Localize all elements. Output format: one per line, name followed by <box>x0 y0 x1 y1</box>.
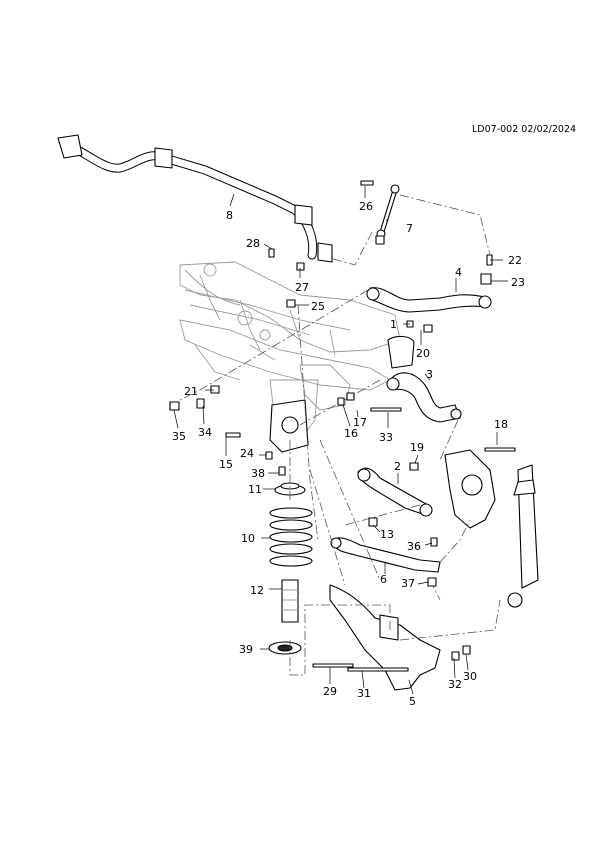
callout-17: 17 <box>353 416 367 429</box>
callout-27: 27 <box>295 281 309 294</box>
callout-16: 16 <box>344 427 358 440</box>
callout-11: 11 <box>248 483 262 496</box>
callout-3: 3 <box>426 368 433 381</box>
upper-control-arm <box>366 254 493 313</box>
callout-39: 39 <box>239 643 253 656</box>
callout-21: 21 <box>184 385 198 398</box>
callout-19: 19 <box>410 441 424 454</box>
callout-30: 30 <box>463 670 477 683</box>
callout-28: 28 <box>246 237 260 250</box>
spring-seat-lower <box>268 641 302 655</box>
callout-29: 29 <box>323 685 337 698</box>
callout-23: 23 <box>511 276 525 289</box>
callout-24: 24 <box>240 447 254 460</box>
callout-5: 5 <box>409 695 416 708</box>
callout-20: 20 <box>416 347 430 360</box>
callout-10: 10 <box>241 532 255 545</box>
callout-35: 35 <box>172 430 186 443</box>
callout-1: 1 <box>390 318 397 331</box>
callout-15: 15 <box>219 458 233 471</box>
leader-lines <box>173 186 508 695</box>
bracket-mount <box>269 399 309 453</box>
callout-6: 6 <box>380 573 387 586</box>
toe-link <box>386 335 462 423</box>
bump-stop <box>281 579 299 623</box>
callout-38: 38 <box>251 467 265 480</box>
callout-34: 34 <box>198 426 212 439</box>
fasteners <box>169 235 516 672</box>
rear-knuckle <box>444 449 496 529</box>
callout-26: 26 <box>359 200 373 213</box>
callout-13: 13 <box>380 528 394 541</box>
shock-absorber <box>507 464 539 608</box>
callout-22: 22 <box>508 254 522 267</box>
callout-12: 12 <box>250 584 264 597</box>
callout-7: 7 <box>406 222 413 235</box>
assembly-lines <box>179 194 501 676</box>
callout-31: 31 <box>357 687 371 700</box>
callout-36: 36 <box>407 540 421 553</box>
diagram-reference-code: LD07-002 02/02/2024 <box>472 124 577 135</box>
callout-32: 32 <box>448 678 462 691</box>
callout-labels: 8 26 7 28 27 4 22 23 25 1 20 3 21 35 34 … <box>172 200 525 708</box>
callout-2: 2 <box>394 460 401 473</box>
callout-4: 4 <box>455 266 462 279</box>
coil-spring <box>269 507 313 567</box>
stabilizer-bar <box>57 134 333 263</box>
callout-8: 8 <box>226 209 233 222</box>
spring-seat-upper <box>274 482 306 496</box>
spring-link <box>329 584 441 691</box>
lower-link-arm <box>357 467 433 517</box>
callout-33: 33 <box>379 431 393 444</box>
callout-18: 18 <box>494 418 508 431</box>
callout-25: 25 <box>311 300 325 313</box>
trailing-link <box>330 537 441 573</box>
callout-37: 37 <box>401 577 415 590</box>
